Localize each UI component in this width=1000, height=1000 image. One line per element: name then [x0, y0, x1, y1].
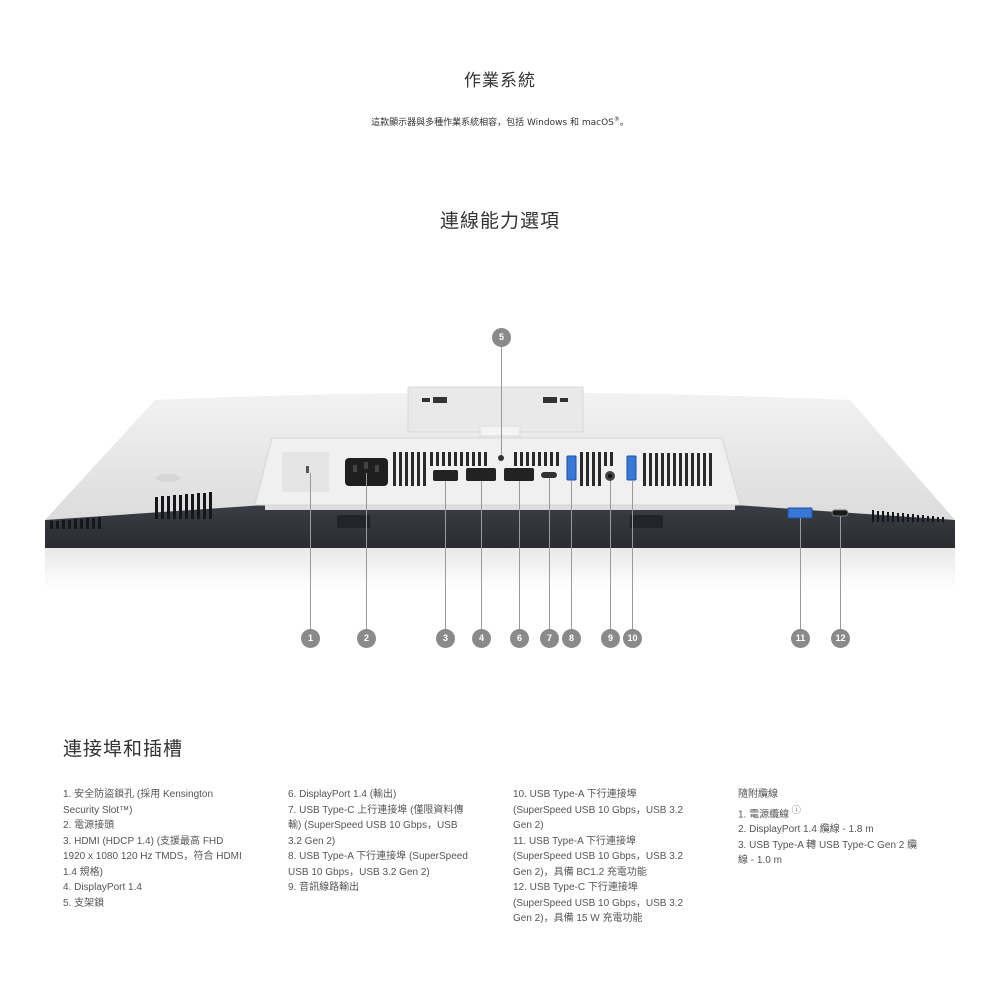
os-description-text: 這款顯示器與多種作業系統相容，包括 Windows 和 macOS: [371, 118, 614, 128]
included-cables-column: 隨附纜線 1. 電源纜線 ⓘ 2. DisplayPort 1.4 纜線 - 1…: [738, 787, 938, 869]
cable-list-item: 線 - 1.0 m: [738, 855, 782, 867]
callout-line-9: [610, 481, 611, 629]
callout-line-6: [519, 481, 520, 629]
callout-line-10: [632, 480, 633, 629]
callout-badge-7: 7: [540, 629, 559, 648]
port-list-line: 3. HDMI (HDCP 1.4) (支援最高 FHD: [63, 835, 224, 847]
port-list-line: 輸) (SuperSpeed USB 10 Gbps，USB: [288, 820, 458, 831]
port-list-line: 7. USB Type-C 上行連接埠 (僅限資料傳: [288, 804, 464, 816]
callout-line-7: [549, 478, 550, 629]
port-list-line: (SuperSpeed USB 10 Gbps，USB 3.2: [513, 897, 684, 909]
port-list-line: 9. 音訊線路輸出: [288, 882, 360, 893]
cable-list-item: 2. DisplayPort 1.4 纜線 - 1.8 m: [738, 824, 874, 836]
callout-line-12: [840, 516, 841, 629]
cable-list-item-1: 1. 電源纜線 ⓘ: [738, 803, 938, 823]
callout-badge-8: 8: [562, 629, 581, 648]
port-list-line: 1920 x 1080 120 Hz TMDS，符合 HDMI: [63, 851, 242, 862]
callout-badge-1: 1: [301, 629, 320, 648]
port-list-line: Gen 2)，具備 BC1.2 充電功能: [513, 866, 647, 878]
ports-list-column-2: 6. DisplayPort 1.4 (輸出) 7. USB Type-C 上行…: [288, 787, 488, 896]
os-description-end: 。: [619, 118, 629, 128]
monitor-rear-ports-diagram: 1 2 3 4 5 6 7 8 9 10 11 12: [0, 300, 1000, 670]
port-list-line: 11. USB Type-A 下行連接埠: [513, 835, 637, 847]
callout-line-3: [445, 481, 446, 629]
callout-badge-4: 4: [472, 629, 491, 648]
os-section-description: 這款顯示器與多種作業系統相容，包括 Windows 和 macOS®。: [0, 115, 1000, 128]
info-icon[interactable]: ⓘ: [791, 804, 801, 815]
port-list-line: 12. USB Type-C 下行連接埠: [513, 882, 638, 893]
ports-section-title: 連接埠和插槽: [63, 738, 184, 760]
port-list-line: Gen 2)，具備 15 W 充電功能: [513, 913, 643, 924]
callout-line-5: [501, 345, 502, 455]
callout-badge-11: 11: [791, 629, 810, 648]
monitor-illustration: [45, 386, 955, 588]
os-section-title: 作業系統: [464, 71, 536, 91]
callout-badge-2: 2: [357, 629, 376, 648]
callout-badge-6: 6: [510, 629, 529, 648]
callout-badge-12: 12: [831, 629, 850, 648]
ports-list-column-3: 10. USB Type-A 下行連接埠 (SuperSpeed USB 10 …: [513, 787, 713, 927]
port-list-line: (SuperSpeed USB 10 Gbps，USB 3.2: [513, 851, 684, 862]
cable-item-1-text: 1. 電源纜線: [738, 808, 790, 820]
port-list-line: (SuperSpeed USB 10 Gbps，USB 3.2: [513, 804, 684, 816]
callout-line-4: [481, 481, 482, 629]
included-cables-heading: 隨附纜線: [738, 789, 778, 800]
ports-list-column-1: 1. 安全防盜鎖孔 (採用 Kensington Security Slot™)…: [63, 787, 248, 911]
port-list-line: 4. DisplayPort 1.4: [63, 882, 142, 893]
callout-line-1: [310, 473, 311, 629]
connectivity-section-title: 連線能力選項: [439, 210, 560, 232]
callout-badge-9: 9: [601, 629, 620, 648]
port-list-line: Gen 2): [513, 820, 544, 831]
callout-badge-3: 3: [436, 629, 455, 648]
cable-list-item: 3. USB Type-A 轉 USB Type-C Gen 2 纜: [738, 839, 918, 851]
callout-badge-5: 5: [492, 328, 511, 347]
port-list-line: 5. 支架鎖: [63, 897, 105, 909]
port-list-line: 3.2 Gen 2): [288, 835, 336, 847]
port-list-line: 10. USB Type-A 下行連接埠: [513, 789, 637, 800]
callout-badge-10: 10: [623, 629, 642, 648]
port-list-line: Security Slot™): [63, 804, 133, 816]
port-list-line: 6. DisplayPort 1.4 (輸出): [288, 789, 397, 800]
registered-mark: ®: [613, 116, 620, 123]
port-list-line: 8. USB Type-A 下行連接埠 (SuperSpeed: [288, 851, 468, 862]
callout-line-11: [800, 518, 801, 629]
port-list-line: 1.4 規格): [63, 866, 104, 878]
port-list-line: 1. 安全防盜鎖孔 (採用 Kensington: [63, 789, 214, 800]
callout-line-2: [366, 473, 367, 629]
port-list-line: 2. 電源接頭: [63, 820, 115, 831]
port-list-line: USB 10 Gbps，USB 3.2 Gen 2): [288, 866, 430, 878]
callout-line-8: [571, 480, 572, 629]
